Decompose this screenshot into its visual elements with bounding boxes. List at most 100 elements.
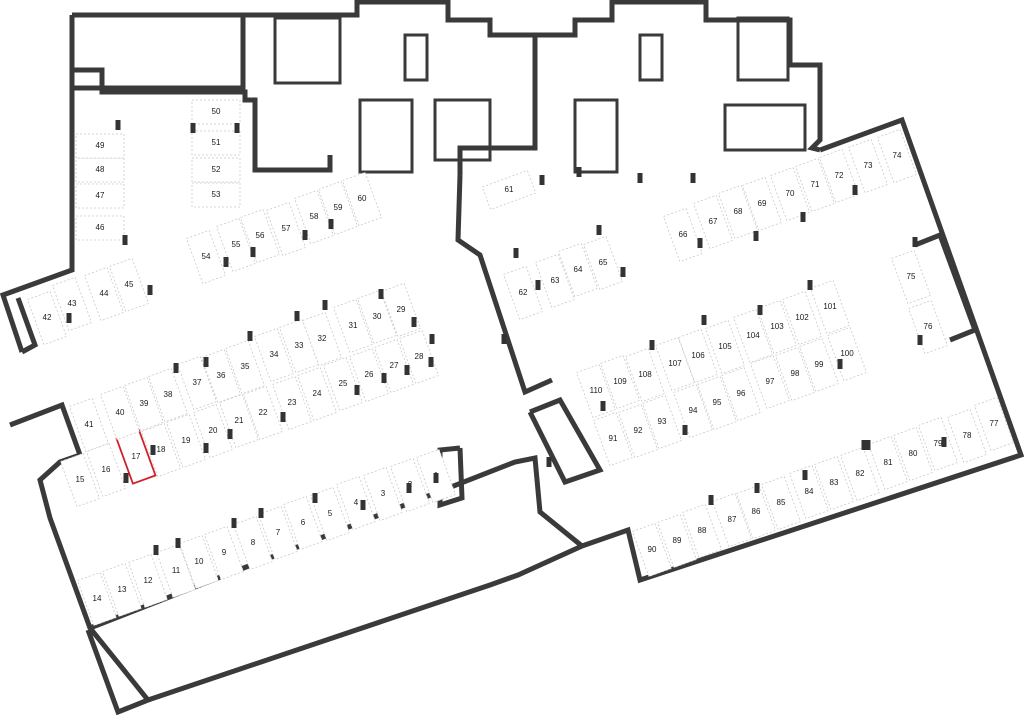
- pillar: [535, 280, 541, 290]
- parking-spot-94[interactable]: [673, 383, 713, 439]
- pillar: [501, 334, 507, 344]
- parking-spot-22[interactable]: [243, 385, 283, 441]
- parking-spot-90[interactable]: [632, 522, 672, 578]
- parking-spot-56[interactable]: [240, 208, 280, 264]
- spot-outline: [254, 327, 294, 383]
- parking-spot-18[interactable]: [141, 422, 181, 478]
- parking-spot-20[interactable]: [193, 403, 233, 459]
- parking-spot-110[interactable]: [576, 363, 616, 419]
- parking-spot-46[interactable]: [75, 215, 125, 241]
- parking-spot-54[interactable]: [186, 229, 226, 285]
- parking-spot-48[interactable]: [75, 157, 125, 183]
- parking-spot-105[interactable]: [705, 319, 745, 375]
- parking-spot-10[interactable]: [179, 534, 219, 590]
- parking-spot-99[interactable]: [799, 337, 839, 393]
- parking-spot-51[interactable]: [191, 130, 241, 156]
- parking-spot-5[interactable]: [310, 486, 350, 542]
- parking-spot-83[interactable]: [814, 455, 854, 511]
- core-room-b: [358, 98, 414, 174]
- parking-spot-49[interactable]: [75, 133, 125, 159]
- pillar: [701, 315, 707, 325]
- parking-spot-47[interactable]: [75, 183, 125, 209]
- spot-outline: [893, 426, 933, 482]
- parking-spot-9[interactable]: [204, 525, 244, 581]
- parking-spot-37[interactable]: [177, 355, 217, 411]
- spot-number: 7: [276, 528, 281, 537]
- parking-spot-11[interactable]: [156, 543, 196, 599]
- spot-number: 74: [893, 151, 902, 160]
- pillar: [637, 173, 643, 183]
- parking-spot-85[interactable]: [761, 475, 801, 531]
- parking-spot-36[interactable]: [201, 348, 241, 404]
- parking-spot-89[interactable]: [657, 513, 697, 569]
- pillar: [433, 473, 439, 483]
- parking-spot-53[interactable]: [191, 182, 241, 208]
- parking-spot-100[interactable]: [827, 326, 867, 382]
- parking-spot-28[interactable]: [399, 329, 439, 385]
- parking-spot-63[interactable]: [535, 253, 575, 309]
- parking-spot-101[interactable]: [810, 279, 850, 335]
- parking-spot-52[interactable]: [191, 157, 241, 183]
- spot-number: 50: [212, 107, 221, 116]
- parking-spot-6[interactable]: [283, 495, 323, 551]
- parking-spot-107[interactable]: [655, 336, 695, 392]
- parking-spot-35[interactable]: [225, 339, 265, 395]
- parking-spot-93[interactable]: [642, 394, 682, 450]
- spot-number: 44: [100, 289, 109, 298]
- parking-spot-31[interactable]: [333, 298, 373, 354]
- spot-outline: [712, 492, 752, 548]
- parking-spot-81[interactable]: [868, 435, 908, 491]
- parking-spot-79[interactable]: [918, 416, 958, 472]
- parking-spot-21[interactable]: [219, 393, 259, 449]
- parking-spot-78[interactable]: [947, 408, 987, 464]
- parking-spot-29[interactable]: [381, 282, 421, 338]
- spot-number: 102: [795, 313, 809, 322]
- parking-spot-4[interactable]: [336, 475, 376, 531]
- parking-spot-104[interactable]: [733, 308, 773, 364]
- parking-spot-109[interactable]: [600, 354, 640, 410]
- parking-spot-88[interactable]: [682, 503, 722, 559]
- parking-spot-27[interactable]: [374, 338, 414, 394]
- spot-outline: [225, 339, 265, 395]
- parking-spot-7[interactable]: [258, 505, 298, 561]
- parking-spot-26[interactable]: [349, 347, 389, 403]
- parking-spot-12[interactable]: [128, 553, 168, 609]
- parking-spot-82[interactable]: [840, 446, 880, 502]
- parking-spot-19[interactable]: [166, 413, 206, 469]
- pillar: [941, 437, 947, 447]
- parking-spot-92[interactable]: [618, 403, 658, 459]
- parking-spot-102[interactable]: [782, 290, 822, 346]
- parking-spot-3[interactable]: [363, 466, 403, 522]
- parking-spot-61[interactable]: [481, 170, 537, 210]
- parking-spot-50[interactable]: [191, 99, 241, 125]
- parking-spot-95[interactable]: [697, 375, 737, 431]
- spot-outline: [974, 396, 1014, 452]
- parking-spot-97[interactable]: [750, 354, 790, 410]
- parking-spot-108[interactable]: [625, 347, 665, 403]
- spot-number: 69: [758, 199, 767, 208]
- parking-spot-38[interactable]: [148, 367, 188, 423]
- parking-spot-86[interactable]: [736, 484, 776, 540]
- parking-spot-34[interactable]: [254, 327, 294, 383]
- parking-spot-25[interactable]: [323, 356, 363, 412]
- parking-spot-96[interactable]: [721, 366, 761, 422]
- parking-spot-24[interactable]: [297, 366, 337, 422]
- parking-spot-98[interactable]: [775, 346, 815, 402]
- spot-number: 71: [811, 180, 820, 189]
- pillar: [404, 365, 410, 375]
- parking-spot-23[interactable]: [272, 375, 312, 431]
- parking-spot-55[interactable]: [216, 217, 256, 273]
- parking-spot-62[interactable]: [503, 265, 543, 321]
- parking-spot-77[interactable]: [974, 396, 1014, 452]
- parking-spot-84[interactable]: [789, 464, 829, 520]
- parking-spot-8[interactable]: [233, 515, 273, 571]
- parking-spot-103[interactable]: [757, 299, 797, 355]
- parking-spot-80[interactable]: [893, 426, 933, 482]
- pillar: [381, 373, 387, 383]
- parking-spot-33[interactable]: [279, 318, 319, 374]
- parking-spot-91[interactable]: [593, 411, 633, 467]
- parking-spot-76[interactable]: [908, 299, 948, 355]
- parking-spot-39[interactable]: [124, 376, 164, 432]
- parking-spot-87[interactable]: [712, 492, 752, 548]
- parking-spot-30[interactable]: [357, 289, 397, 345]
